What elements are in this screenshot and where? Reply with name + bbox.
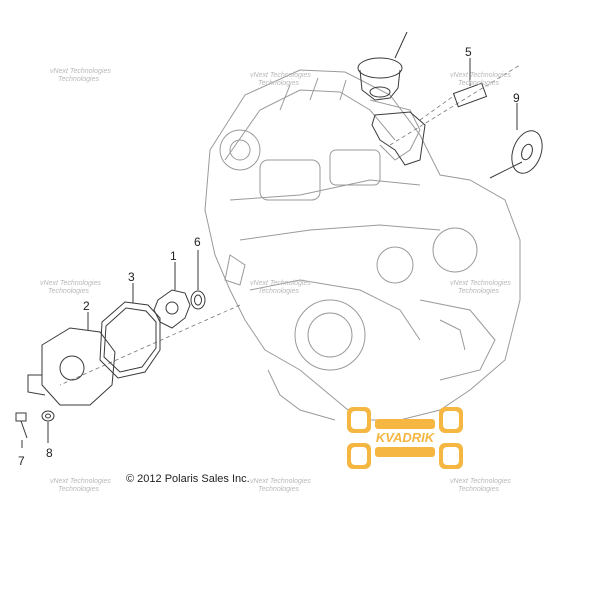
kvadrik-logo: KVADRIK (347, 407, 463, 469)
logo-text: KVADRIK (376, 430, 436, 445)
callout-6: 6 (194, 235, 201, 249)
engine-block-outline (204, 69, 521, 421)
callout-9: 9 (513, 91, 520, 105)
callout-5: 5 (465, 45, 472, 59)
callout-8: 8 (46, 446, 53, 460)
callout-7: 7 (18, 454, 25, 468)
copyright-notice: © 2012 Polaris Sales Inc. (126, 473, 250, 485)
callout-2: 2 (83, 299, 90, 313)
callout-1: 1 (170, 249, 177, 263)
callout-3: 3 (128, 270, 135, 284)
